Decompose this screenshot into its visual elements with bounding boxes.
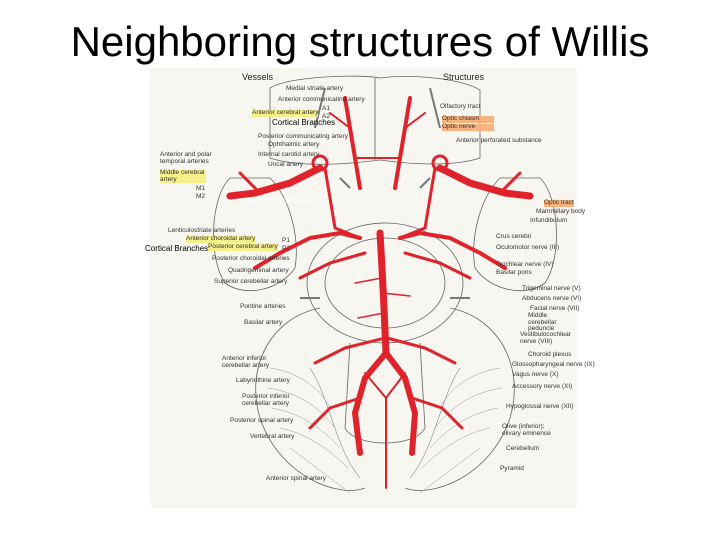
structure-label: Optic nerve <box>442 124 494 131</box>
vessels-header: Vessels <box>242 72 273 82</box>
structure-label: Optic chiasm <box>442 116 494 123</box>
structure-label: Cerebellum <box>506 446 539 453</box>
overlay-cortical-branches: Cortical Branches <box>272 118 335 127</box>
structure-label: Abducens nerve (VI) <box>522 296 581 303</box>
vessel-label: Uncal artery <box>268 162 303 169</box>
structure-label: Accessory nerve (XI) <box>512 384 572 391</box>
vessel-label: Quadrigeminal artery <box>228 268 289 275</box>
vessel-label: Posterior communicating artery <box>258 134 348 141</box>
structure-label: Trigeminal nerve (V) <box>522 286 581 293</box>
structure-label: Choroid plexus <box>528 352 571 359</box>
vessel-label: Middle cerebral artery <box>160 170 206 183</box>
vessel-label: Anterior communicating artery <box>278 97 365 104</box>
structure-label: Middle cerebellar peduncle <box>528 313 574 333</box>
vessel-label: Medial striate artery <box>286 86 343 93</box>
vessel-label: Ophthalmic artery <box>268 142 319 149</box>
circle-of-willis-illustration <box>150 68 577 508</box>
vessel-label: Pontine arteries <box>240 304 286 311</box>
structure-label: Olive (inferior); olivary eminence <box>502 424 560 437</box>
vessel-label: M2 <box>196 194 205 201</box>
vessel-label: Superior cerebellar artery <box>214 279 287 286</box>
overlay-cortical-branches: Cortical Branches <box>145 244 208 253</box>
structures-header: Structures <box>443 72 484 82</box>
vessel-label: Anterior choroidal artery <box>186 236 255 243</box>
overlay-cortical-branches: Cortical Branches <box>248 196 311 205</box>
vessel-label: Labyrinthine artery <box>236 378 290 385</box>
structure-label: Basilar pons <box>496 270 532 277</box>
vessel-label: Basilar artery <box>244 320 282 327</box>
vessel-label: Anterior cerebral artery <box>252 110 318 117</box>
vessel-label: Anterior inferior cerebellar artery <box>222 356 274 369</box>
structure-label: Optic tract <box>544 200 574 207</box>
vessel-label: Posterior choroidal arteries <box>212 256 290 263</box>
vessel-label: Internal carotid artery <box>258 152 319 159</box>
structure-label: Vestibulocochlear nerve (VIII) <box>520 332 574 345</box>
vessel-label: Anterior and polar temporal arteries <box>160 152 216 165</box>
structure-label: Crus cerebri <box>496 234 531 241</box>
vessel-label: M1 <box>196 186 205 193</box>
structure-label: Mammillary body <box>536 209 585 216</box>
structure-label: Trochlear nerve (IV) <box>496 262 554 269</box>
brain-base-diagram: Vessels Structures Medial striate artery… <box>150 68 577 508</box>
vessel-label: P1 <box>282 238 290 245</box>
vessel-label: A1 <box>322 106 330 113</box>
vessel-label: Anterior spinal artery <box>266 476 326 483</box>
structure-label: Vagus nerve (X) <box>512 372 558 379</box>
structure-label: Infundibulum <box>530 218 567 225</box>
vessel-label: Posterior spinal artery <box>230 418 293 425</box>
vessel-label: Vertebral artery <box>250 434 294 441</box>
page-title: Neighboring structures of Willis <box>0 18 720 66</box>
structure-label: Anterior perforated substance <box>456 138 542 145</box>
structure-label: Oculomotor nerve (III) <box>496 245 559 252</box>
vessel-label: Posterior inferior cerebellar artery <box>242 394 290 407</box>
structure-label: Hypoglossal nerve (XII) <box>506 404 574 411</box>
structure-label: Olfactory tract <box>440 104 480 111</box>
structure-label: Glossopharyngeal nerve (IX) <box>512 362 595 369</box>
structure-label: Pyramid <box>500 466 524 473</box>
vessel-label: Posterior cerebral artery <box>208 244 278 251</box>
vessel-label: P2 <box>282 246 290 253</box>
vessel-label: Lenticulostriate arteries <box>168 228 235 235</box>
